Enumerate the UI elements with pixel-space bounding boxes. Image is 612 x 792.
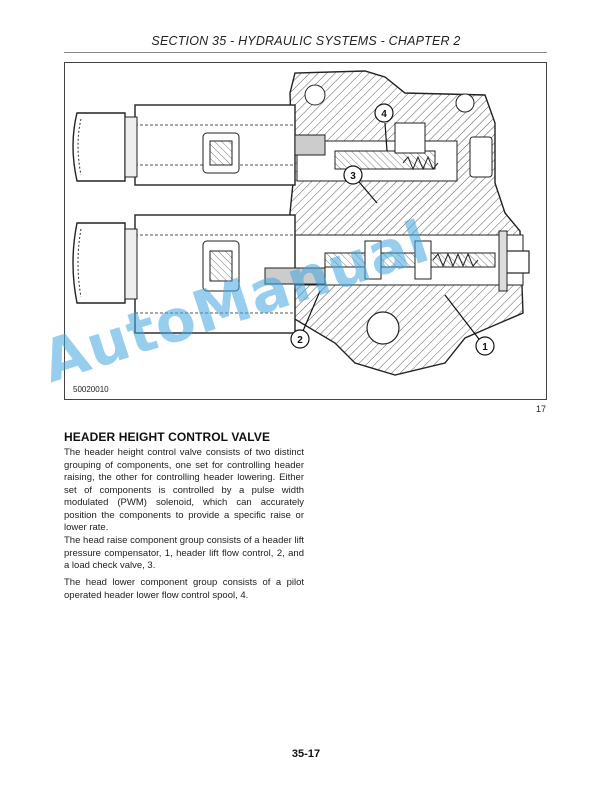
callout-2-label: 2 xyxy=(297,335,303,346)
callout-3: 3 xyxy=(343,165,363,185)
header-divider xyxy=(64,52,547,53)
callout-3-label: 3 xyxy=(350,171,356,182)
page-number: 35-17 xyxy=(291,748,321,760)
paragraph-lower-group: The head lower component group consists … xyxy=(64,577,304,601)
valve-cross-section-figure: 4 3 2 1 50020010 xyxy=(64,62,547,400)
callout-1-label: 1 xyxy=(482,342,488,353)
callout-1: 1 xyxy=(475,336,495,356)
article-title: HEADER HEIGHT CONTROL VALVE xyxy=(64,430,271,444)
callout-4: 4 xyxy=(374,103,394,123)
lower-solenoid xyxy=(72,214,326,334)
paragraph-intro: The header height control valve consists… xyxy=(64,447,304,533)
upper-spool xyxy=(334,150,436,170)
figure-number: 17 xyxy=(536,404,547,414)
callout-2: 2 xyxy=(290,329,310,349)
figure-code: 50020010 xyxy=(73,385,109,394)
lower-spool xyxy=(324,252,496,268)
valve-body xyxy=(286,70,524,376)
end-nut xyxy=(504,250,530,274)
upper-solenoid xyxy=(72,104,326,186)
page-header: SECTION 35 - HYDRAULIC SYSTEMS - CHAPTER… xyxy=(151,34,461,48)
valve-drawing: 4 3 2 1 xyxy=(72,70,530,376)
callout-4-label: 4 xyxy=(381,109,387,120)
paragraph-raise-group: The head raise component group consists … xyxy=(64,535,304,571)
